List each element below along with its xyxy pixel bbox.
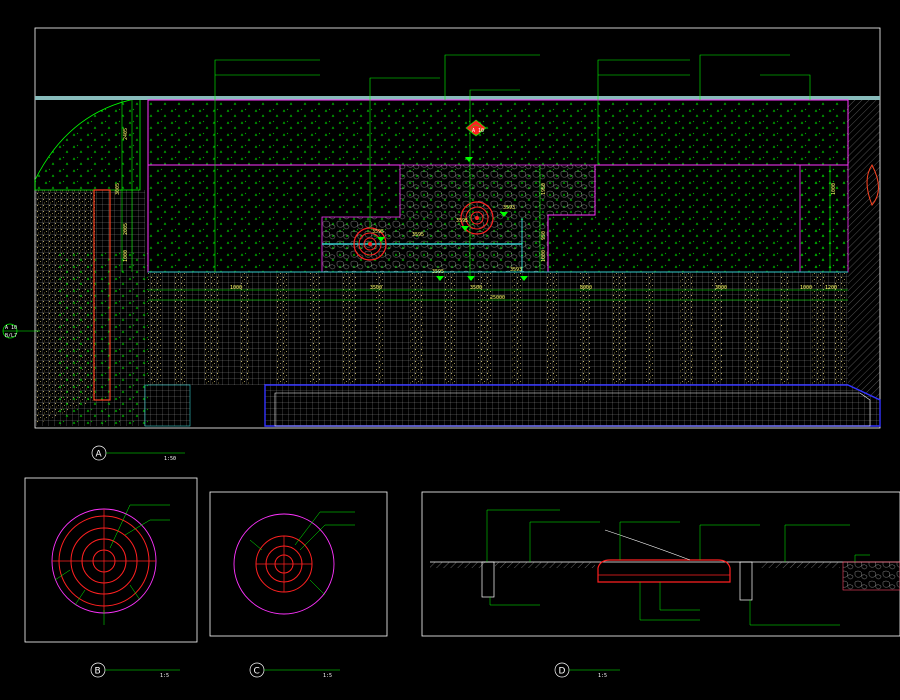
top-road-line [35,96,880,100]
row-dim-7: 1200 [825,285,837,291]
side-ref-bottom: B/L7 [5,333,17,339]
vdim-4: 1000 [123,250,129,262]
gravel-stripe [240,272,250,385]
gravel-stripe [780,272,790,385]
curved-lawn [34,97,141,191]
view-c-scale: 1:5 [323,673,332,679]
gravel-stripe [410,272,424,385]
view-c [209,491,388,637]
elev-text-3: 3593 [503,205,515,211]
row-dim-4: 8000 [580,285,592,291]
lower-pool [264,384,881,427]
gravel-stripe [205,272,219,385]
gravel-stripe [812,272,826,385]
elev-text-4: 3595 [412,232,424,238]
level-markers [377,157,528,281]
elev-text-1: 3595 [372,229,384,235]
fountain-right [460,201,494,235]
plan-view: 3595 3595 3593 3595 3595 3593 1000 3500 … [2,27,881,429]
right-lawn [799,164,849,273]
leader-lines [214,54,811,280]
view-a-letter: A [96,450,103,460]
gravel-stripe [375,272,385,385]
vdim-6: 950 [541,231,547,240]
gravel-stripe [712,272,722,385]
total-dim: 25000 [490,295,505,301]
left-bench [93,189,111,401]
gravel-stripe [645,272,655,385]
gravel-stripe [612,272,626,385]
vdim-8: 1000 [831,183,837,195]
gravel-stripe [175,272,185,385]
view-a-label: A 1:50 [91,445,185,462]
grid-paving [148,272,848,385]
right-hatch [848,100,880,400]
left-lawn [58,250,148,425]
side-ref-top: A 10 [5,325,17,331]
pool-inner-edge [274,392,871,427]
view-c-letter: C [254,667,260,677]
view-d-letter: D [559,667,566,677]
gravel-stripe [342,272,356,385]
left-step [144,384,191,427]
view-b-label: B 1:5 [90,662,180,679]
row-dim-6: 1000 [800,285,812,291]
elev-text-2: 3595 [456,218,468,224]
gravel-stripe [580,272,590,385]
section-ref-top: A 10 [472,128,484,134]
view-d [421,491,900,637]
view-a-scale: 1:50 [164,456,176,462]
gravel-stripe [545,272,559,385]
view-b-letter: B [95,667,101,677]
row-dim-5: 3000 [715,285,727,291]
row-dim-3: 3500 [470,285,482,291]
vdim-3: 2005 [123,223,129,235]
view-b [24,477,198,643]
elev-text-6: 3593 [510,267,522,273]
vdim-7: 1000 [541,250,547,262]
gravel-stripe [745,272,759,385]
view-c-label: C 1:5 [249,662,340,679]
gravel-stripe [310,272,320,385]
view-d-scale: 1:5 [598,673,607,679]
vdim-5: 1950 [541,183,547,195]
gravel-stripe [512,272,522,385]
gravel-stripe [148,272,162,385]
view-d-label: D 1:5 [554,662,620,679]
gravel-stripe [680,272,694,385]
gravel-stripe [835,272,845,385]
vdim-2: 3005 [115,183,121,195]
section-arrow [465,119,487,137]
gravel-stripe [275,272,289,385]
row-dim-1: 1000 [230,285,242,291]
vdim-1: 2405 [123,128,129,140]
right-tree [866,164,879,206]
row-dim-2: 3500 [370,285,382,291]
view-b-scale: 1:5 [160,673,169,679]
elev-text-5: 3595 [432,269,444,275]
gravel-stripe [445,272,455,385]
